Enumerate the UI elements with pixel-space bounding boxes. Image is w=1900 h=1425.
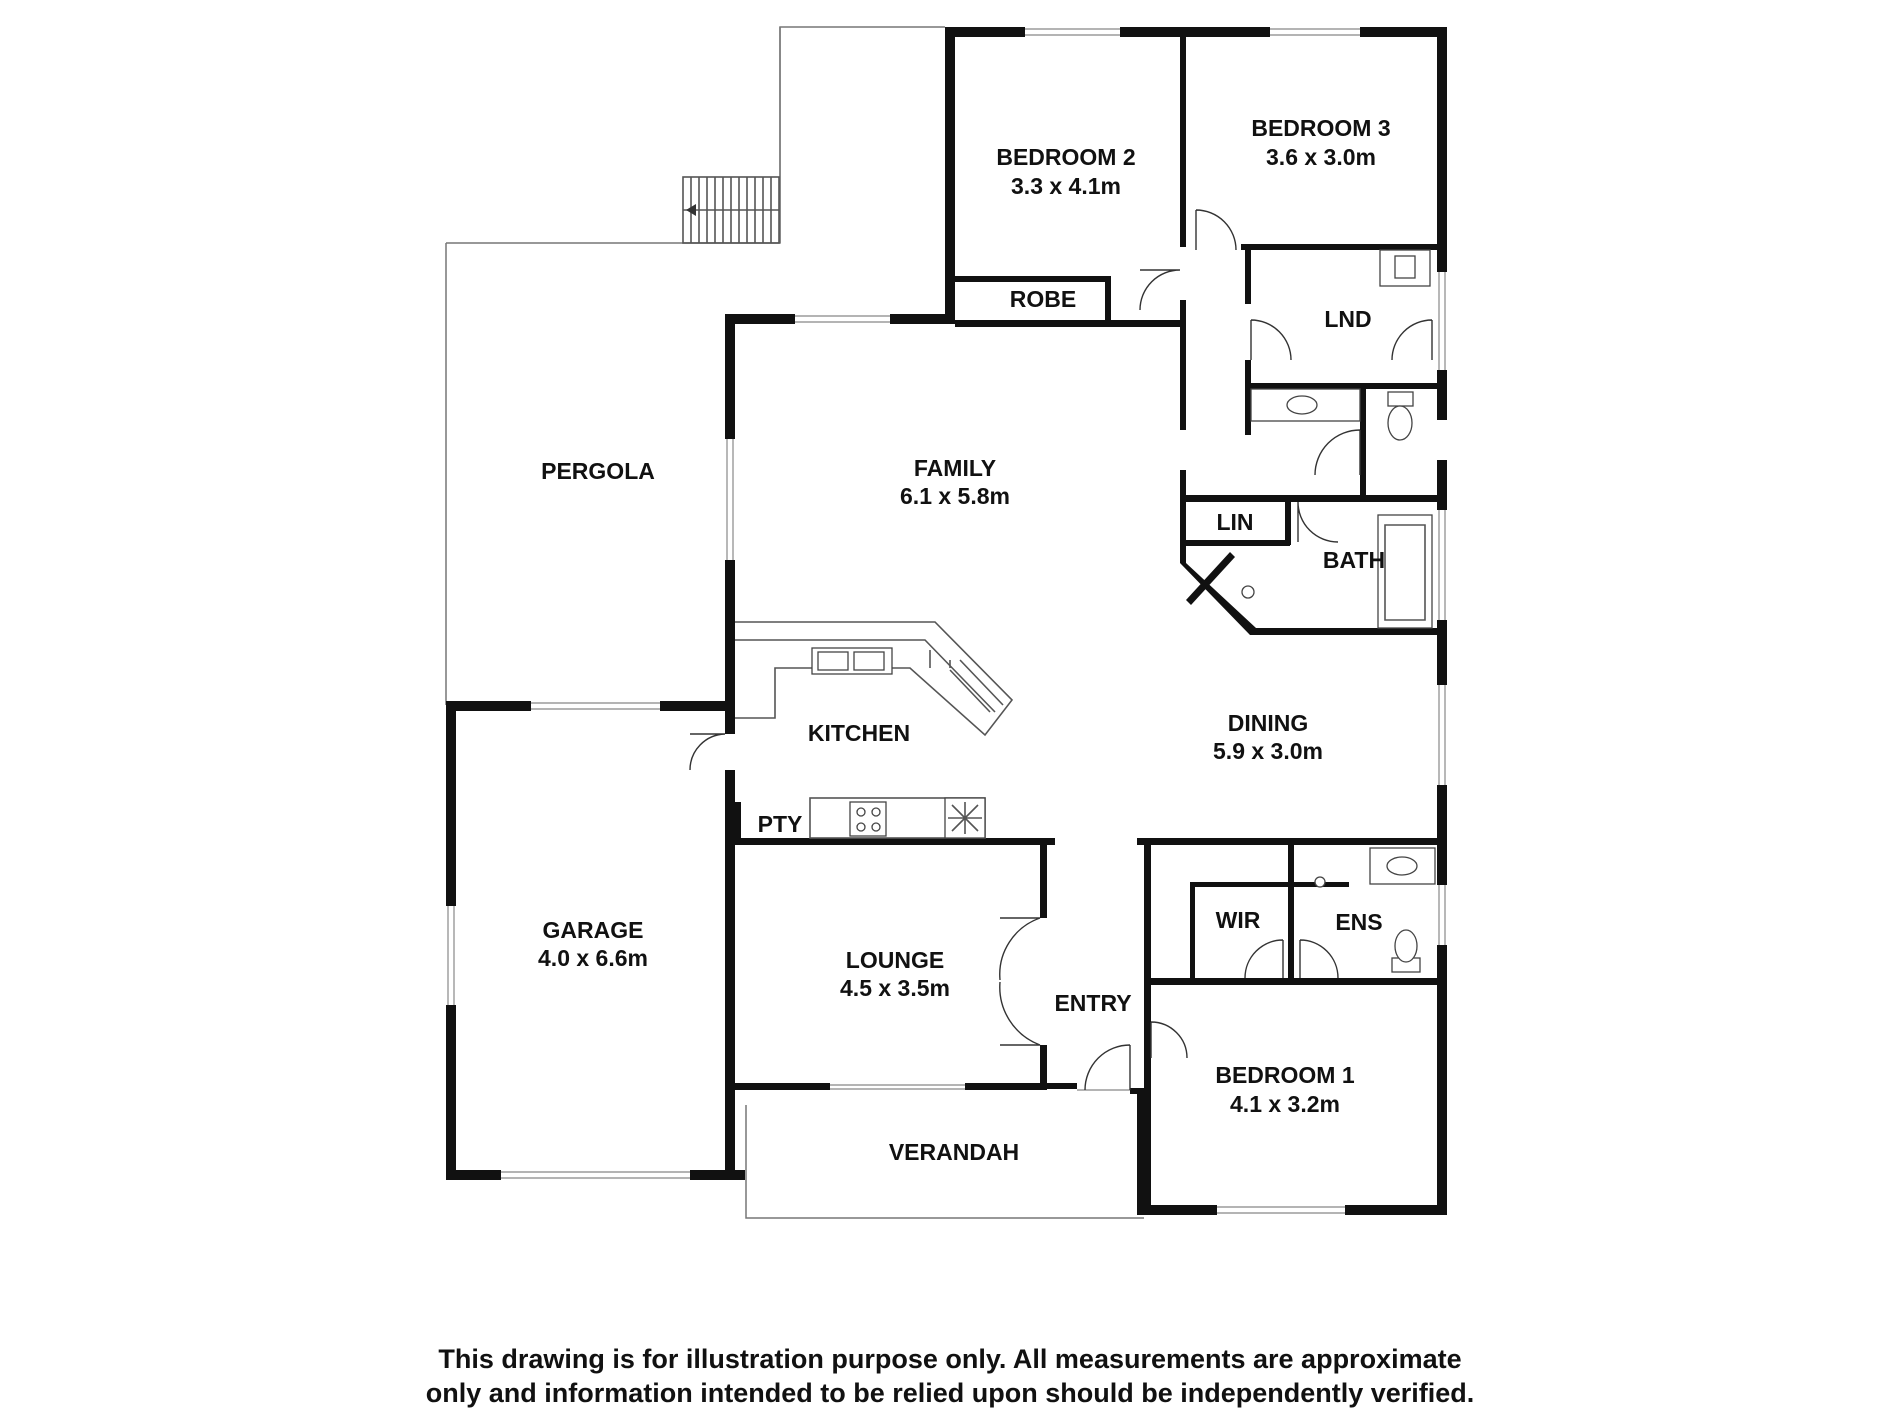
ens-name: ENS bbox=[1335, 909, 1382, 935]
verandah-name: VERANDAH bbox=[889, 1139, 1019, 1165]
stairs bbox=[682, 176, 780, 244]
lin-name: LIN bbox=[1216, 509, 1253, 535]
kitchen-lower-bench bbox=[809, 797, 986, 839]
lounge-size: 4.5 x 3.5m bbox=[840, 975, 950, 1001]
disclaimer-line-2: only and information intended to be reli… bbox=[425, 1378, 1475, 1408]
bedroom2-name: BEDROOM 2 bbox=[996, 144, 1135, 170]
kitchen-sink bbox=[811, 647, 893, 675]
room-labels: BEDROOM 2 3.3 x 4.1m BEDROOM 3 3.6 x 3.0… bbox=[538, 115, 1391, 1165]
kitchen-name: KITCHEN bbox=[808, 720, 910, 746]
bedroom3-size: 3.6 x 3.0m bbox=[1266, 144, 1376, 170]
pergola-name: PERGOLA bbox=[541, 458, 655, 484]
wir-name: WIR bbox=[1216, 907, 1261, 933]
dining-name: DINING bbox=[1228, 710, 1309, 736]
disclaimer-line-1: This drawing is for illustration purpose… bbox=[438, 1344, 1462, 1374]
pty-name: PTY bbox=[758, 811, 803, 837]
bedroom1-size: 4.1 x 3.2m bbox=[1230, 1091, 1340, 1117]
windows bbox=[447, 28, 1446, 1214]
verandah-outline bbox=[745, 1105, 1144, 1219]
entry-name: ENTRY bbox=[1054, 990, 1131, 1016]
pergola-outline bbox=[445, 26, 945, 705]
doors bbox=[689, 209, 1433, 1091]
garage-name: GARAGE bbox=[543, 917, 644, 943]
walls bbox=[446, 27, 1447, 1215]
family-name: FAMILY bbox=[914, 455, 996, 481]
bedroom3-name: BEDROOM 3 bbox=[1251, 115, 1390, 141]
garage-size: 4.0 x 6.6m bbox=[538, 945, 648, 971]
bathroom-fixtures bbox=[1241, 249, 1436, 973]
bath-name: BATH bbox=[1323, 547, 1385, 573]
lounge-name: LOUNGE bbox=[846, 947, 944, 973]
bedroom1-name: BEDROOM 1 bbox=[1215, 1062, 1355, 1088]
family-size: 6.1 x 5.8m bbox=[900, 483, 1010, 509]
disclaimer: This drawing is for illustration purpose… bbox=[0, 1342, 1900, 1410]
lnd-name: LND bbox=[1324, 306, 1371, 332]
robe-name: ROBE bbox=[1010, 286, 1076, 312]
dining-size: 5.9 x 3.0m bbox=[1213, 738, 1323, 764]
kitchen-bench bbox=[735, 621, 1014, 737]
bedroom2-size: 3.3 x 4.1m bbox=[1011, 173, 1121, 199]
